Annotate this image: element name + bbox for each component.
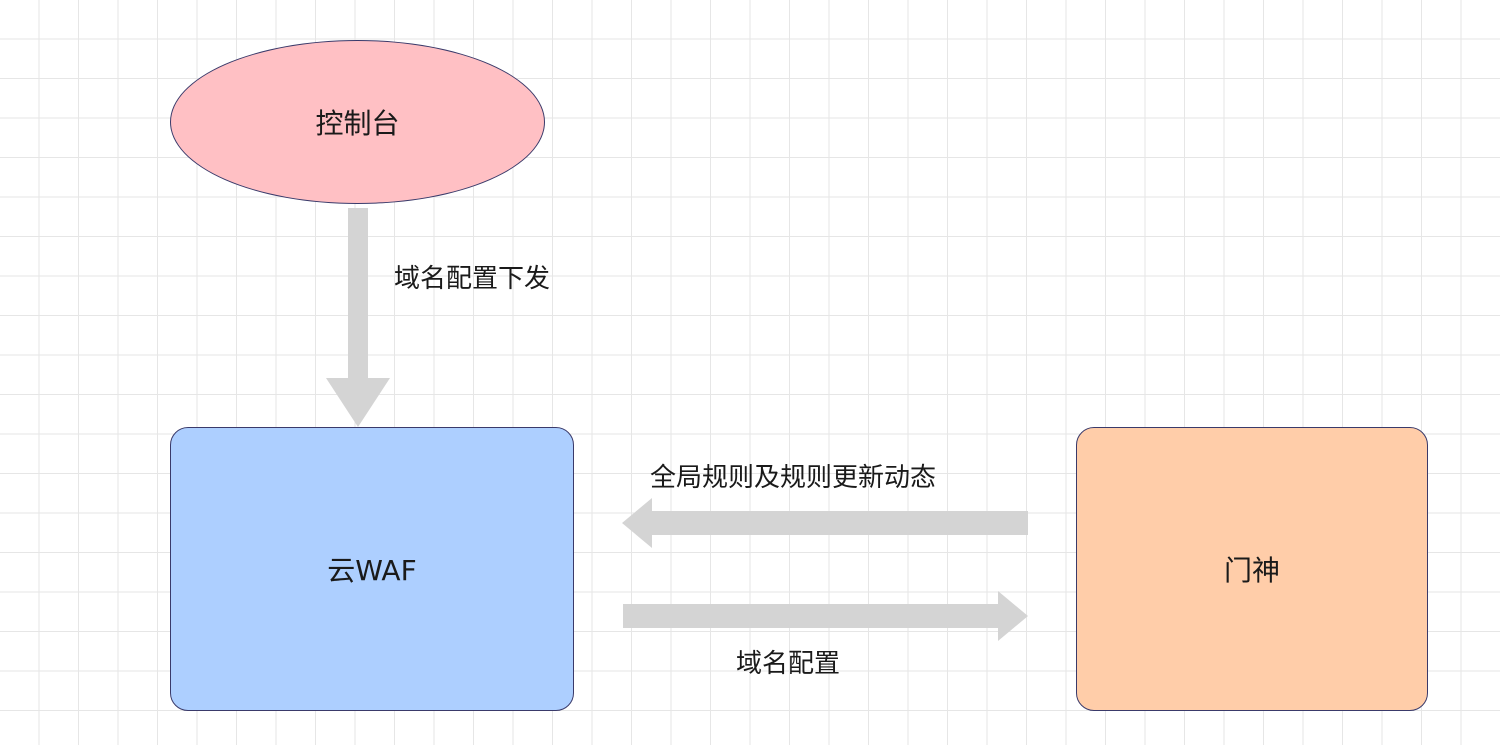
console-node[interactable]: 控制台 [170,40,545,204]
edge-label-console-to-waf: 域名配置下发 [394,264,551,294]
cloud-waf-node[interactable]: 云WAF [170,427,574,711]
cloud-waf-label: 云WAF [327,554,417,587]
edge-label-waf-to-mensheng: 域名配置 [736,649,841,679]
arrow-waf-to-mensheng [623,591,1028,641]
edge-label-mensheng-to-waf: 全局规则及规则更新动态 [650,463,937,493]
arrow-mensheng-to-waf [622,498,1028,548]
console-label: 控制台 [315,107,400,140]
arrow-console-to-waf [326,208,390,427]
mensheng-node[interactable]: 门神 [1076,427,1428,711]
mensheng-label: 门神 [1223,554,1280,587]
